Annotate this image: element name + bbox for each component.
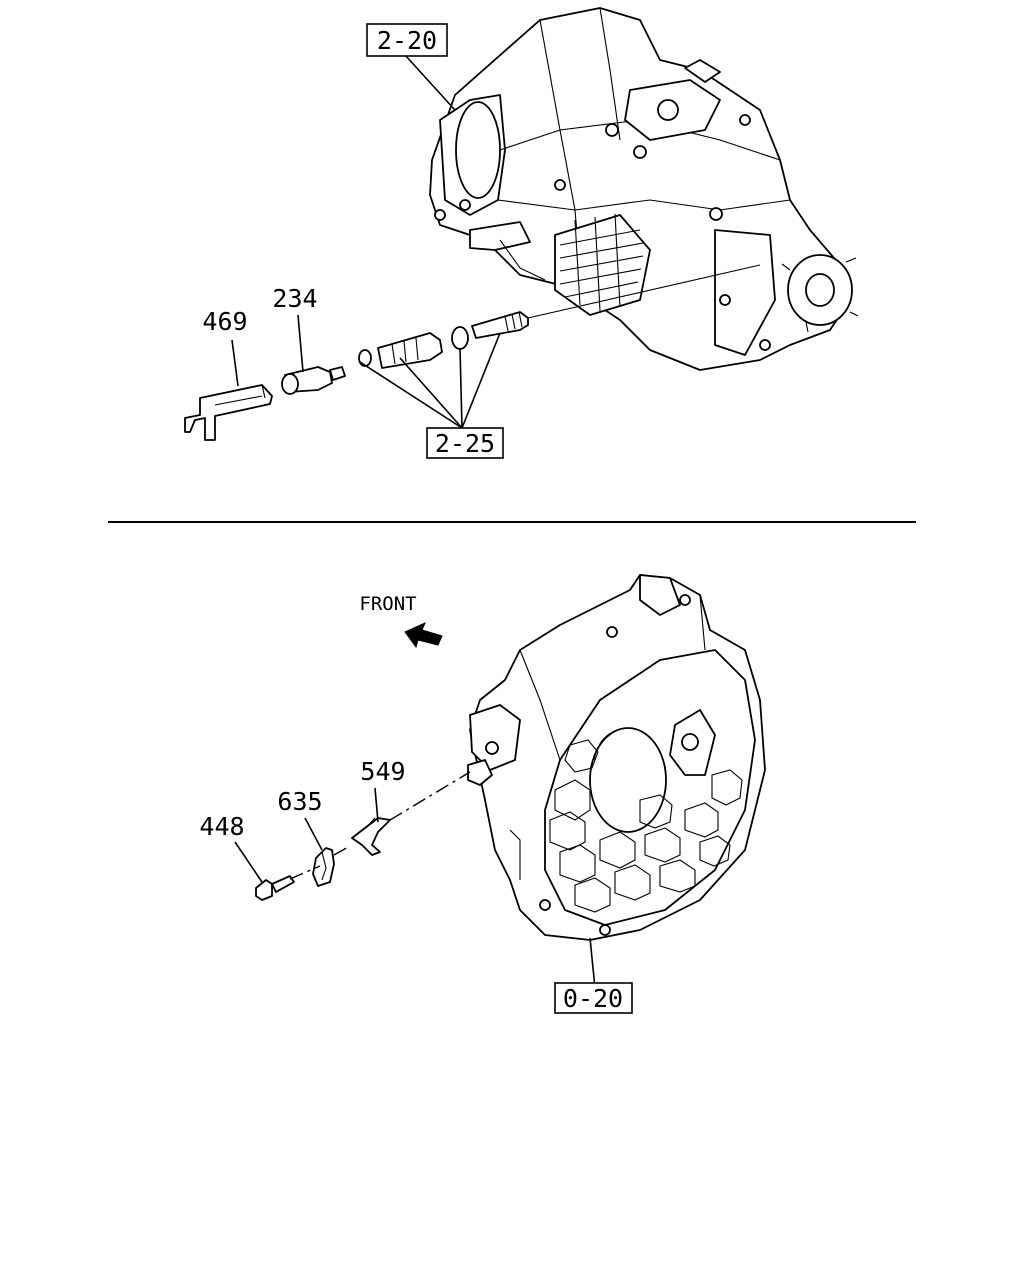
bottom-leader-lines — [234, 787, 596, 989]
honeycomb-ribs — [549, 739, 743, 913]
assembly-ref-top: 2-20 — [377, 26, 437, 55]
clutch-housing-drawing — [467, 574, 766, 941]
bottom-callouts: 549 635 448 0-20 — [199, 757, 633, 1014]
assembly-ref-kit: 2-25 — [435, 429, 495, 458]
callout-448: 448 — [199, 812, 244, 841]
assembly-ref-box-bottom — [554, 982, 633, 1014]
top-callouts: 2-20 469 234 2-25 — [202, 23, 504, 459]
assembly-ref-box-top — [366, 23, 448, 57]
callout-549: 549 — [360, 757, 405, 786]
front-label: FRONT — [359, 593, 416, 615]
clutch-small-parts — [255, 771, 471, 901]
transmission-assembly-drawing — [429, 7, 859, 371]
direction-indicator: FRONT — [359, 593, 443, 649]
top-leader-lines — [231, 54, 501, 429]
assembly-ref-box-kit — [426, 427, 504, 459]
front-arrow-icon — [404, 622, 443, 649]
speedometer-driven-gear-parts — [184, 264, 761, 441]
callout-234: 234 — [272, 284, 317, 313]
callout-469: 469 — [202, 307, 247, 336]
assembly-ref-bottom: 0-20 — [563, 984, 623, 1013]
callout-635: 635 — [277, 787, 322, 816]
